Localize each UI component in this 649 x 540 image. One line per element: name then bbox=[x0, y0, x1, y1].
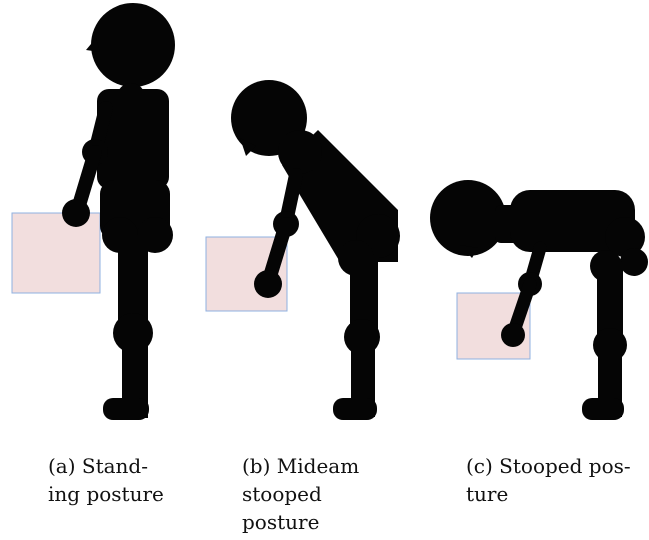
posture-diagram bbox=[0, 0, 649, 420]
caption-b-word: Mideam bbox=[277, 454, 359, 478]
caption-b-line2: stooped bbox=[242, 480, 402, 508]
caption-b-line3: posture bbox=[242, 508, 402, 536]
hand-c bbox=[501, 323, 525, 347]
mid-stooped-figure bbox=[206, 80, 400, 420]
caption-mid-stooped: (b) Mideam stooped posture bbox=[242, 452, 402, 536]
foot-c bbox=[582, 398, 624, 420]
caption-standing: (a) Stand- ing posture bbox=[48, 452, 188, 508]
head-c bbox=[430, 180, 506, 256]
caption-a-word: Stand- bbox=[82, 454, 148, 478]
caption-a-tag: (a) bbox=[48, 454, 76, 478]
caption-b-tag: (b) bbox=[242, 454, 270, 478]
foot-b bbox=[333, 398, 377, 420]
caption-a-line2: ing posture bbox=[48, 480, 188, 508]
stooped-figure bbox=[430, 180, 648, 420]
box-a bbox=[12, 213, 100, 293]
standing-figure bbox=[12, 3, 175, 420]
caption-c-line2: ture bbox=[466, 480, 646, 508]
hand-a bbox=[62, 199, 90, 227]
foot-a bbox=[103, 398, 149, 420]
hip-joint-c2 bbox=[620, 248, 648, 276]
caption-stooped: (c) Stooped pos- ture bbox=[466, 452, 646, 508]
caption-c-line1: (c) Stooped pos- bbox=[466, 452, 646, 480]
hand-b bbox=[254, 270, 282, 298]
shoulder-b bbox=[278, 130, 322, 174]
head-a bbox=[91, 3, 175, 87]
